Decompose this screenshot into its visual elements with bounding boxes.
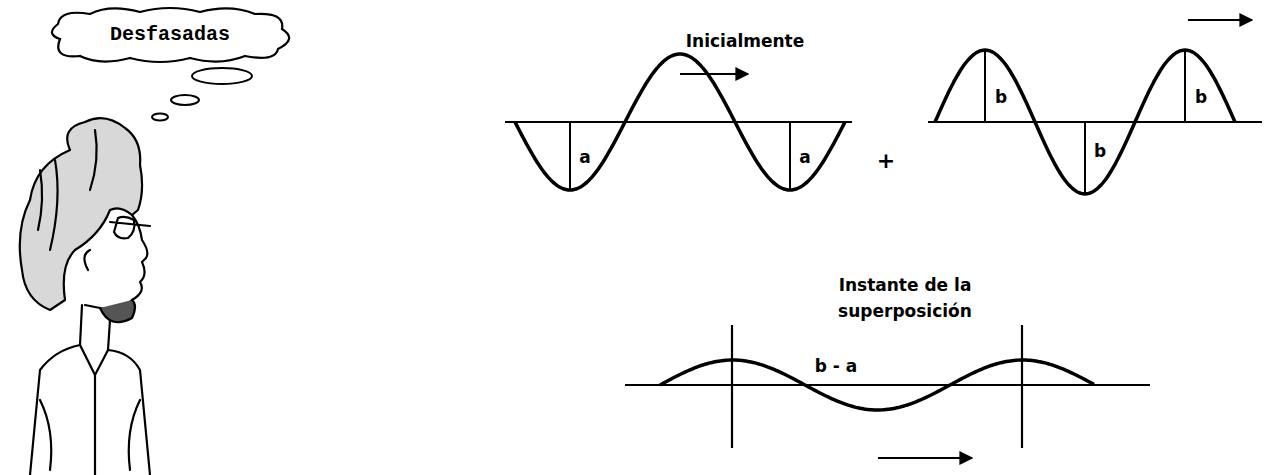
marker-line	[1021, 325, 1023, 448]
shoulders	[30, 345, 150, 475]
ear	[84, 250, 90, 270]
thought-bubble	[192, 68, 252, 84]
collar	[80, 345, 108, 475]
glasses	[110, 217, 150, 239]
amplitude-label: b	[1195, 85, 1207, 111]
direction-arrow	[680, 73, 748, 75]
amplitude-label: a	[799, 145, 810, 171]
wave-curve	[935, 50, 1235, 194]
amplitude-label: b	[1094, 139, 1106, 165]
amplitude-label: a	[579, 145, 590, 171]
wave-caption: Instante de la superposición	[810, 273, 1000, 324]
hair-strands	[38, 130, 97, 250]
amplitude-line	[1084, 122, 1086, 194]
arms	[40, 400, 140, 470]
thought-cloud: Desfasadas	[40, 4, 300, 64]
wave-a	[505, 54, 852, 190]
direction-arrow	[1188, 19, 1252, 21]
face-profile	[85, 215, 147, 309]
wave-caption: Inicialmente	[686, 29, 804, 55]
thought-bubble	[171, 95, 199, 105]
thought-bubble	[152, 114, 168, 121]
plus-sign: +	[877, 144, 895, 177]
cartoon-man	[20, 118, 150, 475]
wave-curve	[515, 54, 845, 190]
neck	[80, 305, 110, 350]
axis	[505, 121, 852, 123]
axis	[625, 384, 1150, 386]
wave-b	[928, 20, 1262, 194]
wave-sum	[625, 325, 1150, 458]
amplitude-label: b	[995, 85, 1007, 111]
wave-curve	[660, 360, 1094, 410]
amplitude-line	[1184, 50, 1186, 122]
goatee	[100, 300, 135, 322]
amplitude-line	[569, 122, 571, 190]
amplitude-line	[789, 122, 791, 190]
cloud-shape	[52, 8, 289, 62]
amplitude-label: b - a	[815, 354, 858, 380]
marker-line	[731, 325, 733, 448]
amplitude-line	[984, 50, 986, 122]
axis	[928, 121, 1262, 123]
direction-arrow	[878, 457, 972, 459]
thought-text: Desfasadas	[110, 23, 230, 46]
